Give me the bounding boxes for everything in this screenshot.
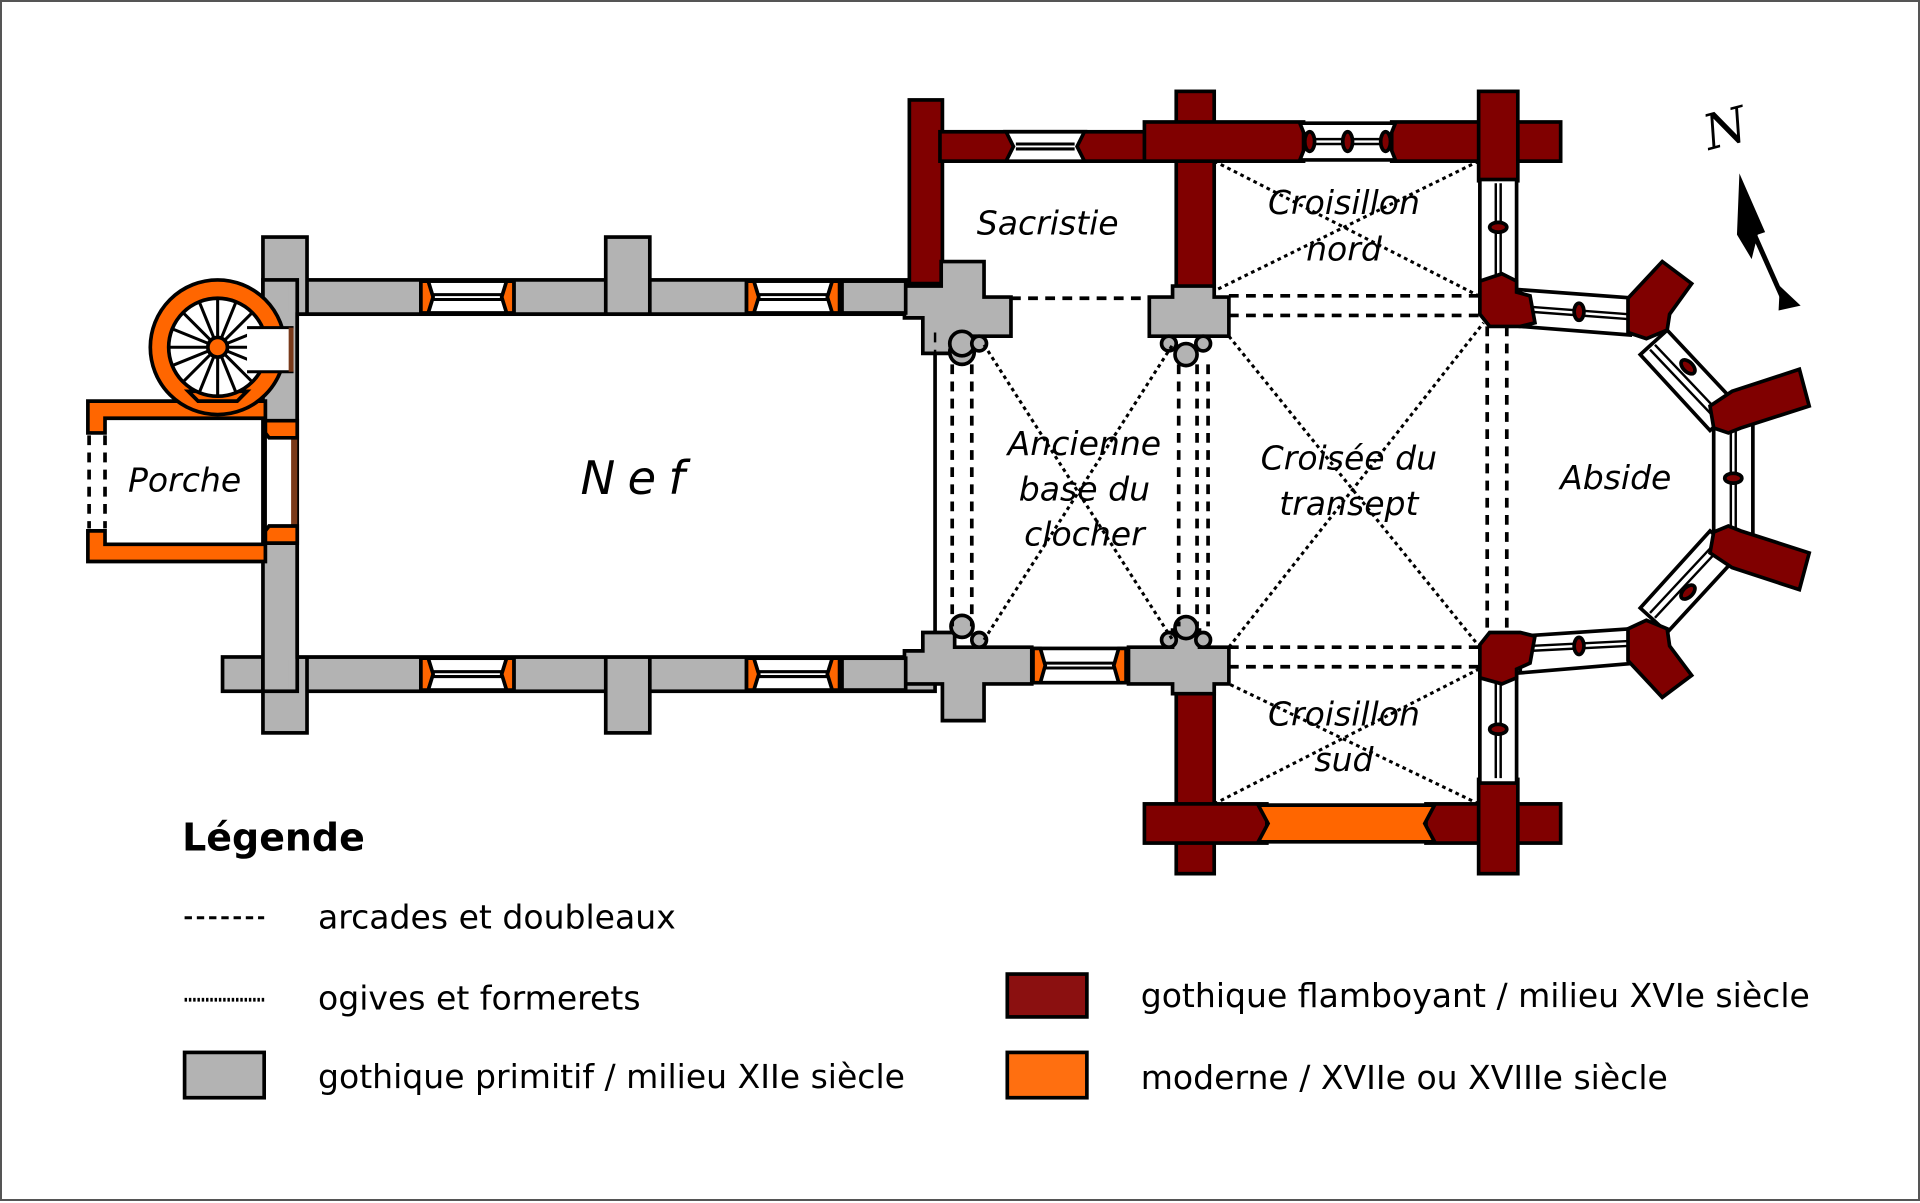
legend-title: Légende (182, 815, 365, 859)
legend-label: moderne / XVIIe ou XVIIIe siècle (1141, 1058, 1668, 1097)
compass: N (1696, 95, 1801, 311)
apse (1478, 259, 1812, 700)
label-croisillon-nord-1: Croisillon (1268, 183, 1420, 222)
label-croisee-2: transept (1279, 484, 1419, 523)
window (1003, 129, 1088, 163)
label-croisillon-sud-2: sud (1314, 740, 1374, 779)
legend: Légende arcades et doubleaux ogives et f… (182, 815, 1810, 1100)
buttress (603, 655, 652, 735)
legend-item-gothique-flamboyant: gothique flamboyant / milieu XVIe siècle (1005, 972, 1810, 1019)
compass-label: N (1696, 95, 1755, 162)
swatch-red (1005, 972, 1089, 1019)
pier-ne (1147, 284, 1231, 339)
label-ancienne-base-2: base du (1019, 469, 1150, 508)
label-ancienne-base-3: clocher (1024, 515, 1147, 554)
porch-walls (86, 399, 268, 564)
label-croisillon-nord-2: nord (1306, 229, 1383, 268)
label-sacristie: Sacristie (977, 204, 1119, 243)
nave-windows (419, 279, 842, 692)
pier-nw (902, 259, 1013, 356)
legend-item-ogives: ogives et formerets (184, 979, 641, 1018)
pier-sw (902, 630, 1034, 723)
window (1297, 121, 1399, 162)
label-abside: Abside (1558, 458, 1671, 497)
label-nef: Nef (581, 451, 698, 505)
legend-item-arcades: arcades et doubleaux (184, 898, 676, 937)
sacristy-west-wall (907, 98, 945, 286)
label-croisee-1: Croisée du (1261, 439, 1437, 478)
legend-label: arcades et doubleaux (318, 898, 676, 937)
room-labels: Porche Nef Sacristie Croisillon nord Anc… (128, 183, 1671, 779)
swatch-orange (1005, 1050, 1089, 1100)
nave-floor (295, 312, 937, 659)
nave-walls (220, 235, 937, 735)
window (1031, 646, 1128, 685)
label-porche: Porche (128, 461, 241, 500)
legend-label: gothique flamboyant / milieu XVIe siècle (1141, 976, 1810, 1015)
legend-item-gothique-primitif: gothique primitif / milieu XIIe siècle (182, 1050, 905, 1100)
swatch-gray (182, 1050, 267, 1100)
label-ancienne-base-1: Ancienne (1006, 424, 1161, 463)
vault-lines (933, 159, 1509, 806)
south-transept-infill (1255, 803, 1438, 844)
pier-se (1126, 628, 1231, 696)
north-arrow-icon (1736, 173, 1801, 311)
legend-label: gothique primitif / milieu XIIe siècle (318, 1057, 905, 1096)
buttress (603, 235, 652, 317)
flamboyant-walls (907, 89, 1563, 876)
legend-label: ogives et formerets (318, 979, 641, 1018)
label-croisillon-sud-1: Croisillon (1268, 695, 1420, 734)
porch (86, 278, 300, 564)
legend-item-moderne: moderne / XVIIe ou XVIIIe siècle (1005, 1050, 1668, 1100)
